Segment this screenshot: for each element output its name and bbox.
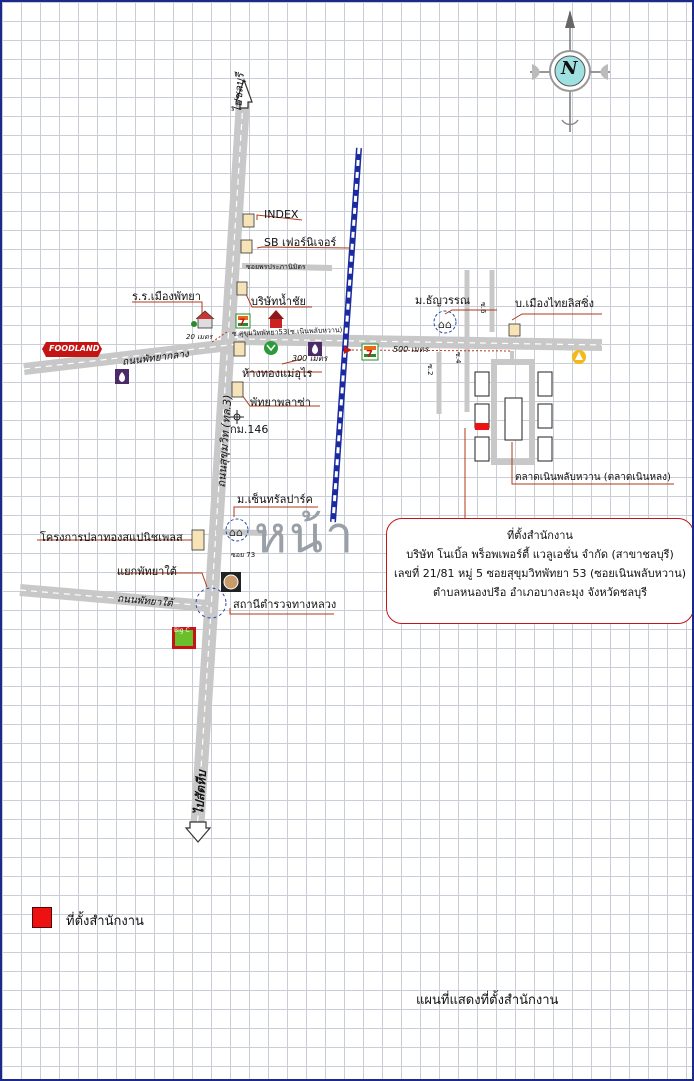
label-soi-73: ซอย 73	[231, 551, 256, 559]
compass-north-label: N	[561, 58, 578, 79]
label-dist-300m: 300 เมตร	[292, 354, 328, 363]
south-pattaya-road	[19, 584, 209, 612]
scb-bank-icon-2	[308, 342, 322, 356]
temple-icon	[268, 310, 284, 328]
sukhumvit-road	[190, 101, 250, 833]
school-icon	[191, 310, 215, 329]
office-title: ที่ตั้งสำนักงาน	[507, 529, 573, 542]
railway-line	[330, 147, 362, 523]
leader-lines	[37, 214, 674, 615]
label-soi-pornprapa: ซอยพรประภานิมิตร	[246, 263, 306, 271]
label-soi-4: ซ.4	[454, 352, 462, 364]
building-icons	[191, 213, 521, 551]
foodland-logo	[42, 342, 102, 357]
svg-text:⌂⌂: ⌂⌂	[438, 318, 452, 331]
label-nam-chai: บริษัทน้ำชัย	[251, 295, 306, 308]
office-line3: ตำบลหนองปรือ อำเภอบางละมุง จังหวัดชลบุรี	[433, 586, 647, 599]
market-block	[474, 359, 553, 465]
svg-text:7: 7	[239, 318, 245, 328]
soi-pornprapa-road	[241, 263, 333, 271]
label-central-park: ม.เซ็นทรัลปาร์ค	[237, 493, 313, 506]
label-market: ตลาดเนินพลับหวาน (ตลาดเนินหลง)	[515, 472, 671, 483]
office-line1: บริษัท โนเบิ้ล พร็อพเพอร์ตี้ แวลูเอชั่น …	[406, 548, 674, 561]
label-gold-shop: ห้างทองแม่อุไร	[242, 367, 313, 380]
label-dist-20m: 20 เมตร	[186, 333, 213, 341]
arrow-south-icon	[184, 821, 212, 843]
label-index: INDEX	[264, 208, 299, 221]
direction-arrow-icon	[344, 346, 352, 354]
office-line2: เลขที่ 21/81 หมู่ 5 ซอยสุขุมวิทพัทยา 53 …	[394, 567, 686, 580]
seven-eleven-icon-2: 7	[361, 343, 379, 361]
police-icon	[221, 572, 241, 592]
label-pattaya-plaza: พัทยาพลาซ่า	[250, 396, 311, 409]
label-highway-police: สถานีตำรวจทางหลวง	[233, 598, 337, 611]
soi-73-road	[215, 529, 268, 536]
label-south-pattaya-junction: แยกพัทยาใต้	[117, 565, 177, 578]
office-location-marker	[475, 423, 489, 430]
big-c-logo	[172, 627, 196, 649]
label-to-chonburi: ไปชลบุรี	[230, 72, 247, 114]
label-to-sattahip: ไปสัตหีบ	[191, 769, 210, 816]
km-marker-icon	[230, 410, 244, 424]
label-ocean-project: โครงการปลาทองสแปนิชเพลส	[40, 531, 183, 544]
label-km146: กม.146	[230, 423, 269, 436]
label-soi-6: ซ.6	[479, 302, 487, 314]
krungthai-icon	[572, 350, 586, 364]
arrow-north-icon	[235, 78, 253, 109]
foodland-logo-text: FOODLAND	[49, 344, 100, 353]
seven-eleven-icon: 7	[235, 313, 251, 329]
south-pattaya-junction	[195, 587, 227, 619]
label-dist-500m: 500 เมตร	[393, 345, 429, 354]
central-pattaya-road	[23, 338, 239, 375]
office-info-box: ที่ตั้งสำนักงาน บริษัท โนเบิ้ล พร็อพเพอร…	[386, 518, 692, 624]
svg-text:⌂⌂: ⌂⌂	[229, 526, 243, 539]
map-caption: แผนที่แสดงที่ตั้งสำนักงาน	[416, 993, 559, 1008]
label-thanyawan: ม.ธัญวรรณ	[415, 294, 471, 307]
big-c-logo-text: Big C	[174, 627, 190, 634]
scb-bank-icon	[115, 369, 129, 384]
label-soi-2: ซ.2	[426, 364, 434, 376]
label-school: ร.ร.เมืองพัทยา	[132, 290, 201, 303]
legend-office-label: ที่ตั้งสำนักงาน	[66, 914, 144, 929]
soi-noen-plub-wan-road	[237, 333, 603, 351]
kbank-icon	[264, 341, 278, 355]
compass-icon	[530, 10, 610, 132]
big-text: หน้า	[254, 506, 356, 564]
village-icon-thanyawan: ⌂⌂	[433, 310, 457, 334]
label-sb-furniture: SB เฟอร์นิเจอร์	[264, 236, 337, 249]
village-icon-central-park: ⌂⌂	[225, 518, 249, 542]
label-muang-thai-leasing: บ.เมืองไทยลิสซิ่ง	[515, 297, 594, 310]
svg-text:7: 7	[366, 349, 373, 360]
legend-office-swatch	[32, 907, 52, 928]
